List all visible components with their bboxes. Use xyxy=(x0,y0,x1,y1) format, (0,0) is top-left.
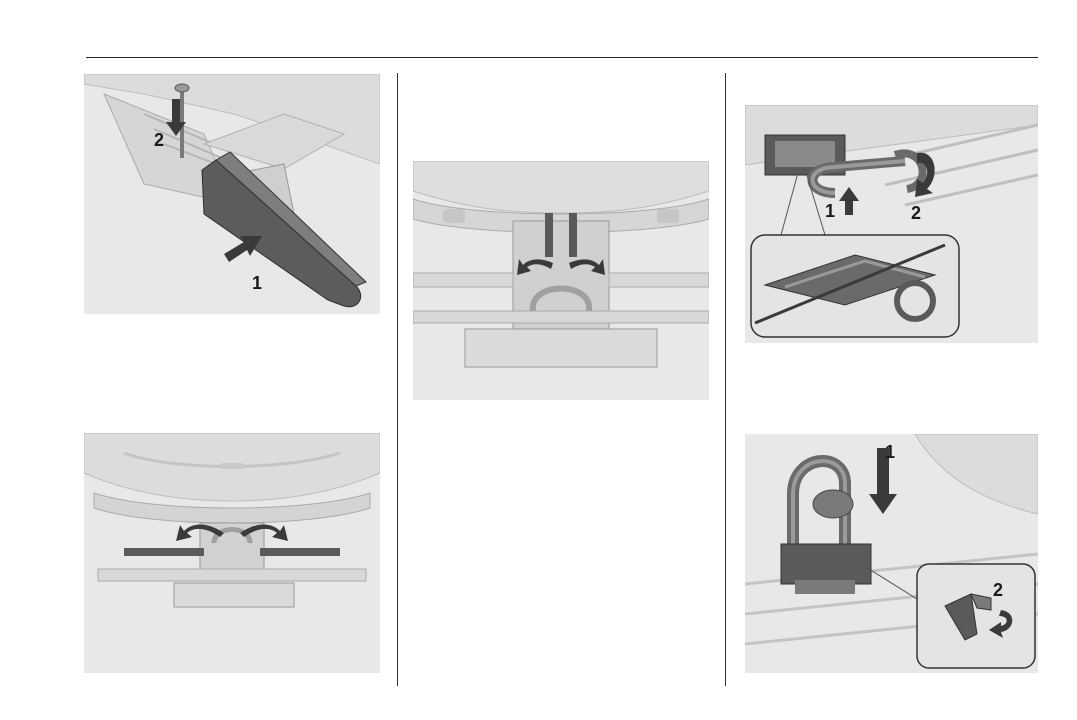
illustration-insert-bar: 2 1 xyxy=(84,74,380,314)
callout-1: 1 xyxy=(825,201,835,221)
callout-1: 1 xyxy=(885,442,895,462)
illustration-holder-press: 1 2 xyxy=(745,434,1038,673)
callout-2: 2 xyxy=(154,130,164,150)
column-divider-left xyxy=(397,73,398,686)
header-rule xyxy=(86,57,1038,58)
column-divider-right xyxy=(725,73,726,686)
callout-2: 2 xyxy=(911,203,921,223)
illustration-rear-release-left xyxy=(84,433,380,673)
callout-1: 1 xyxy=(252,273,262,293)
illustration-lift-lock: 1 2 xyxy=(745,105,1038,343)
callout-2: 2 xyxy=(993,580,1003,600)
illustration-rear-release-center xyxy=(413,161,709,400)
